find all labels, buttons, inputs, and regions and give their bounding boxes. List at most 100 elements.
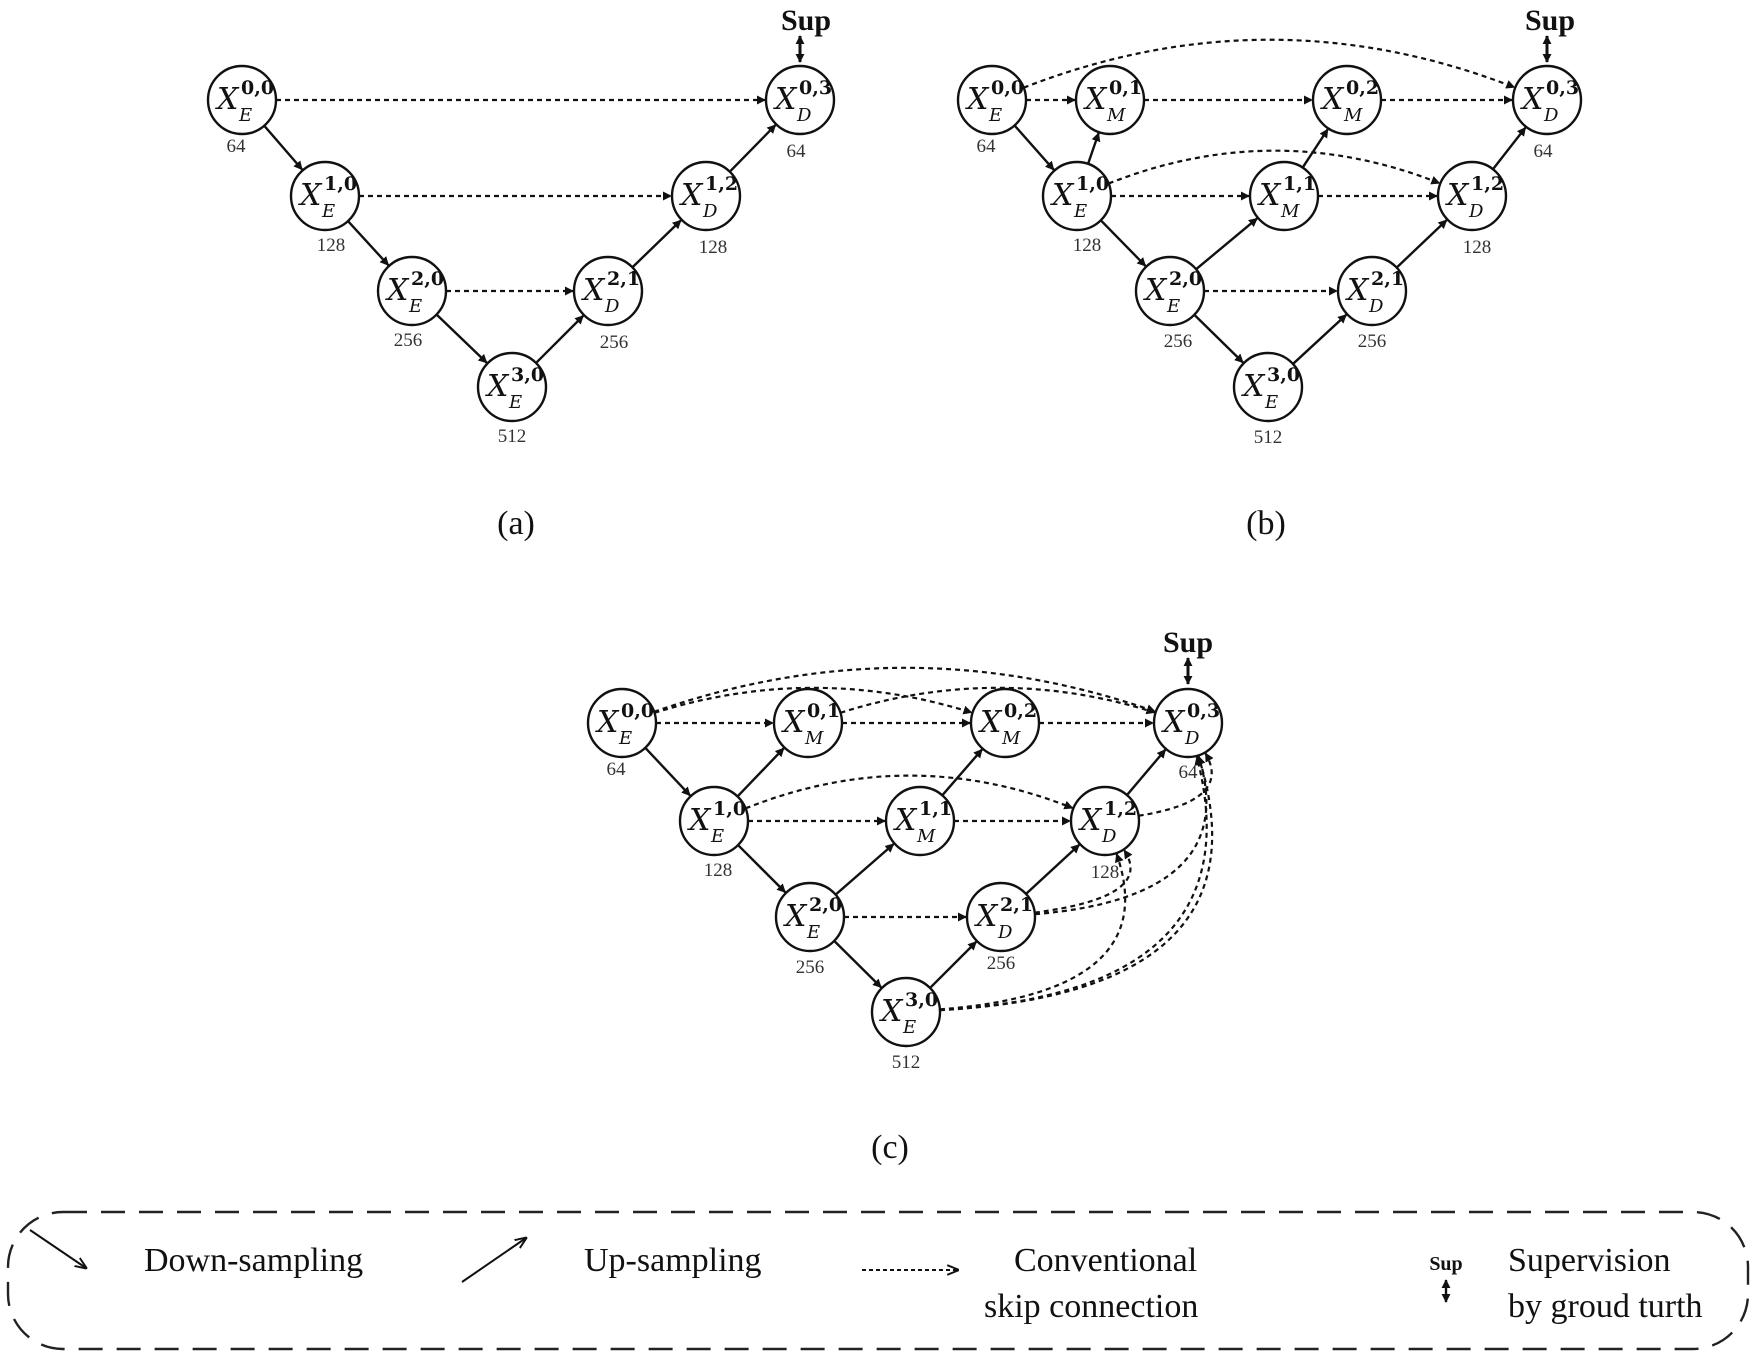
node-superscript: 1,1 bbox=[919, 798, 952, 820]
node-subscript: D bbox=[1468, 201, 1484, 222]
node-symbol: X bbox=[1257, 178, 1282, 213]
channel-count: 128 bbox=[317, 235, 346, 256]
node-circle bbox=[476, 351, 548, 423]
node-superscript: 1,2 bbox=[1471, 173, 1504, 195]
node-symbol: X bbox=[485, 369, 510, 404]
node-superscript: 2,0 bbox=[411, 268, 444, 290]
legend-skip-line2: skip connection bbox=[984, 1288, 1198, 1325]
skip-connection-edge bbox=[654, 686, 973, 715]
channel-count: 64 bbox=[787, 141, 807, 162]
node-superscript: 0,0 bbox=[241, 77, 274, 99]
node-subscript: M bbox=[916, 826, 936, 847]
node-symbol: X bbox=[773, 82, 798, 117]
node-symbol: X bbox=[1320, 82, 1345, 117]
node-subscript: E bbox=[988, 105, 1002, 126]
node-superscript: 0,2 bbox=[1004, 700, 1037, 722]
channel-count: 256 bbox=[1358, 331, 1387, 352]
node-symbol: X bbox=[893, 803, 918, 838]
sup-label: Sup bbox=[1163, 626, 1213, 659]
node-circle bbox=[1511, 64, 1583, 136]
channel-count: 64 bbox=[977, 136, 997, 157]
up-sampling-edge bbox=[1292, 313, 1348, 365]
down-sampling-edge bbox=[435, 313, 488, 364]
node-subscript: M bbox=[804, 728, 824, 749]
node-circle bbox=[1069, 785, 1141, 857]
sup-label: Sup bbox=[1525, 4, 1575, 37]
node-superscript: 0,1 bbox=[1109, 77, 1142, 99]
node-subscript: D bbox=[1184, 728, 1200, 749]
node-circle bbox=[376, 255, 448, 327]
node-subscript: D bbox=[604, 296, 620, 317]
legend-border bbox=[6, 1210, 1750, 1351]
down-sampling-edge bbox=[1193, 313, 1244, 364]
channel-count: 256 bbox=[394, 330, 423, 351]
node-superscript: 0,1 bbox=[807, 700, 840, 722]
node-subscript: M bbox=[1106, 105, 1126, 126]
node-circle bbox=[969, 687, 1041, 759]
channel-count: 64 bbox=[1179, 762, 1199, 783]
node-symbol: X bbox=[595, 705, 620, 740]
node-subscript: D bbox=[702, 201, 718, 222]
node-superscript: 3,0 bbox=[1267, 364, 1300, 386]
node-circle bbox=[678, 785, 750, 857]
node-symbol: X bbox=[1143, 273, 1168, 308]
down-sampling-edge bbox=[1013, 124, 1055, 171]
node-subscript: E bbox=[238, 105, 252, 126]
up-sampling-edge bbox=[834, 843, 895, 896]
channel-count: 64 bbox=[1534, 141, 1554, 162]
node-subscript: E bbox=[508, 392, 522, 413]
node-subscript: E bbox=[618, 728, 632, 749]
node-circle bbox=[1436, 160, 1508, 232]
skip-connection-edge bbox=[1138, 752, 1214, 817]
channel-count: 64 bbox=[227, 136, 247, 157]
down-sampling-edge bbox=[347, 220, 390, 266]
skip-connection-edge bbox=[939, 756, 1208, 1012]
node-symbol: X bbox=[679, 178, 704, 213]
up-sampling-edge bbox=[1025, 843, 1081, 895]
skip-connection-edge bbox=[939, 755, 1214, 1012]
node-superscript: 0,3 bbox=[1546, 77, 1579, 99]
node-symbol: X bbox=[581, 273, 606, 308]
node-superscript: 2,1 bbox=[607, 268, 640, 290]
node-superscript: 1,2 bbox=[1104, 798, 1137, 820]
channel-count: 128 bbox=[1463, 237, 1492, 258]
node-circle bbox=[586, 687, 658, 759]
up-sampling-edge bbox=[1395, 219, 1448, 269]
node-superscript: 1,0 bbox=[713, 798, 746, 820]
node-circle bbox=[206, 64, 278, 136]
channel-count: 128 bbox=[704, 860, 733, 881]
channel-count: 128 bbox=[1091, 862, 1120, 883]
node-symbol: X bbox=[1083, 82, 1108, 117]
down-sampling-edge bbox=[833, 940, 882, 989]
up-sampling-edge bbox=[736, 747, 785, 798]
node-circle bbox=[289, 160, 361, 232]
node-symbol: X bbox=[1078, 803, 1103, 838]
node-circle bbox=[772, 687, 844, 759]
node-circle bbox=[774, 881, 846, 953]
node-superscript: 1,2 bbox=[705, 173, 738, 195]
node-superscript: 0,2 bbox=[1346, 77, 1379, 99]
node-symbol: X bbox=[385, 273, 410, 308]
up-sampling-edge bbox=[1195, 217, 1258, 271]
node-symbol: X bbox=[1050, 178, 1075, 213]
node-superscript: 1,1 bbox=[1283, 173, 1316, 195]
skip-connection-edge bbox=[1034, 849, 1133, 914]
node-superscript: 1,0 bbox=[324, 173, 357, 195]
skip-connection-edge bbox=[1108, 149, 1441, 185]
node-superscript: 1,0 bbox=[1076, 173, 1109, 195]
up-sampling-edge bbox=[929, 940, 978, 989]
